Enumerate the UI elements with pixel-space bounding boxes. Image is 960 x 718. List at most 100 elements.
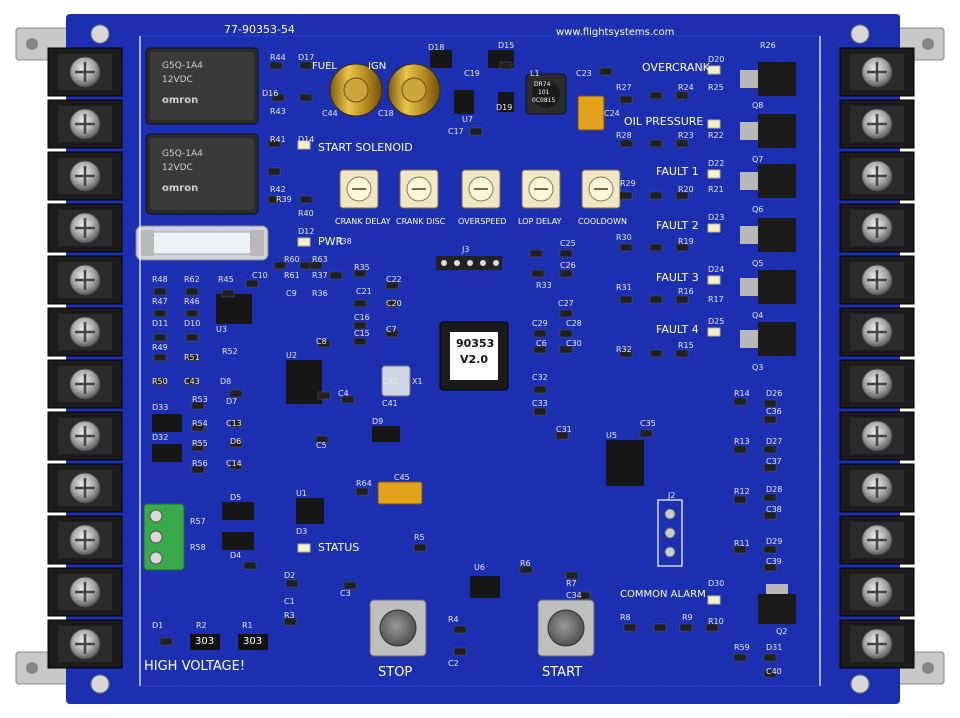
ref-c25: C25	[560, 239, 576, 248]
ref-d2: D2	[284, 571, 296, 580]
smd-part	[353, 337, 367, 346]
green-terminal-block	[143, 503, 185, 571]
ref-c40: C40	[766, 667, 782, 676]
ref-c4: C4	[338, 389, 349, 398]
terminal-screw[interactable]	[47, 255, 123, 305]
terminal-screw[interactable]	[47, 99, 123, 149]
start-button[interactable]	[537, 599, 595, 657]
r1-code: 303	[243, 636, 263, 647]
ref-r26: R26	[760, 41, 776, 50]
terminal-screw[interactable]	[47, 463, 123, 513]
stop-button[interactable]	[369, 599, 427, 657]
terminal-screw[interactable]	[839, 203, 915, 253]
pot-label-overspeed: OVERSPEED	[458, 217, 507, 226]
smd-part	[649, 139, 663, 148]
terminal-screw[interactable]	[839, 411, 915, 461]
smd-part	[653, 623, 667, 632]
ic-packages	[152, 50, 644, 598]
ref-r10: R10	[708, 617, 724, 626]
ref-r40: R40	[298, 209, 314, 218]
terminal-screw[interactable]	[47, 359, 123, 409]
ref-r39: R39	[276, 195, 292, 204]
smd-part	[565, 571, 579, 580]
ref-r32: R32	[616, 345, 632, 354]
smd-part	[499, 61, 513, 70]
terminal-screw[interactable]	[839, 99, 915, 149]
label-fuel: FUEL	[312, 61, 337, 72]
smd-part	[649, 349, 663, 358]
trim-potentiometer[interactable]	[581, 169, 621, 209]
smd-part	[619, 349, 633, 358]
terminal-screw[interactable]	[47, 411, 123, 461]
smd-part	[531, 269, 545, 278]
output-transistors	[740, 62, 796, 356]
smd-part	[229, 461, 243, 470]
ref-r22: R22	[708, 131, 724, 140]
terminal-screw[interactable]	[47, 47, 123, 97]
ref-c17: C17	[448, 127, 464, 136]
ref-c21: C21	[356, 287, 372, 296]
terminal-screw[interactable]	[839, 463, 915, 513]
terminal-screw[interactable]	[839, 307, 915, 357]
smd-part	[555, 431, 569, 440]
ref-r19: R19	[678, 237, 694, 246]
ref-r5: R5	[414, 533, 425, 542]
terminal-screw[interactable]	[839, 515, 915, 565]
fuse-holder	[135, 225, 269, 261]
smd-part	[599, 67, 613, 76]
trim-potentiometer[interactable]	[399, 169, 439, 209]
ref-r7: R7	[566, 579, 577, 588]
label-stop: STOP	[378, 665, 413, 680]
terminal-screw[interactable]	[47, 203, 123, 253]
ref-d20: D20	[708, 55, 725, 64]
ref-d1: D1	[152, 621, 164, 630]
trim-potentiometer[interactable]	[339, 169, 379, 209]
header-j3	[436, 256, 502, 270]
ref-r54: R54	[192, 419, 208, 428]
terminal-screw[interactable]	[839, 47, 915, 97]
smd-part	[675, 191, 689, 200]
smd-part	[153, 353, 167, 362]
ref-c39: C39	[766, 557, 782, 566]
smd-part	[229, 389, 243, 398]
trim-potentiometer[interactable]	[461, 169, 501, 209]
smd-part	[267, 139, 281, 148]
terminal-screw[interactable]	[839, 151, 915, 201]
terminal-screw[interactable]	[47, 619, 123, 669]
website-url: www.flightsystems.com	[556, 27, 675, 38]
ref-c14: C14	[226, 459, 242, 468]
ref-d9: D9	[372, 417, 384, 426]
ref-c26: C26	[560, 261, 576, 270]
ref-q6: Q6	[752, 205, 764, 214]
ref-r52: R52	[222, 347, 238, 356]
terminal-screw[interactable]	[47, 515, 123, 565]
terminal-screw[interactable]	[47, 151, 123, 201]
terminal-screw[interactable]	[47, 307, 123, 357]
ref-c1: C1	[284, 597, 295, 606]
ref-r47: R47	[152, 297, 168, 306]
ref-c31: C31	[556, 425, 572, 434]
ref-d24: D24	[708, 265, 725, 274]
smd-part	[269, 61, 283, 70]
label-ign: IGN	[368, 61, 387, 72]
smd-part	[675, 91, 689, 100]
ref-u6: U6	[474, 563, 485, 572]
smd-part	[619, 243, 633, 252]
terminal-screw[interactable]	[839, 359, 915, 409]
terminal-screw[interactable]	[839, 619, 915, 669]
terminal-screw[interactable]	[839, 567, 915, 617]
smd-part	[733, 397, 747, 406]
ref-c8: C8	[316, 337, 327, 346]
ref-d25: D25	[708, 317, 725, 326]
terminal-screw[interactable]	[47, 567, 123, 617]
ref-r6: R6	[520, 559, 531, 568]
trim-potentiometer[interactable]	[521, 169, 561, 209]
smd-part	[559, 309, 573, 318]
smd-part	[185, 287, 199, 296]
smd-part	[639, 429, 653, 438]
terminal-screw[interactable]	[839, 255, 915, 305]
ref-j3: J3	[462, 245, 470, 254]
ref-c27: C27	[558, 299, 574, 308]
terminal-block-right	[839, 47, 915, 669]
